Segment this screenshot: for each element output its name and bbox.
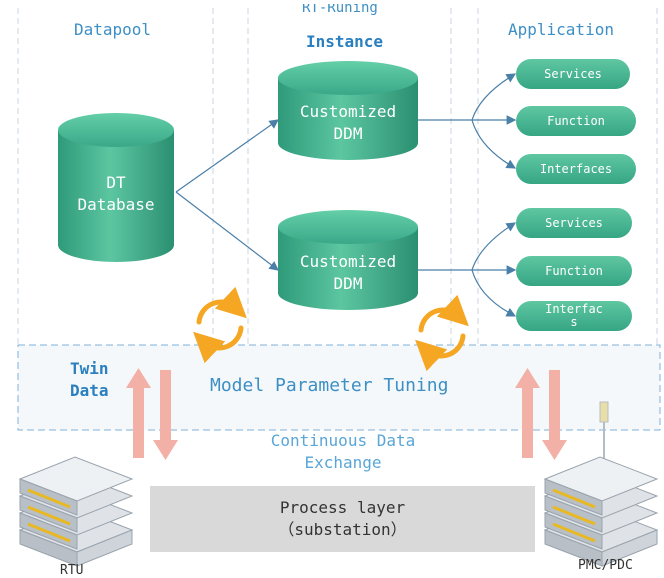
app-services-pill: Services xyxy=(516,208,632,238)
column-title-instance: Instance xyxy=(306,32,384,51)
column-title-application: Application xyxy=(508,20,614,39)
twin-data-label: Twin Data xyxy=(70,358,109,402)
app-interfaces-line1: Interfac xyxy=(545,302,603,316)
app-function-pill: Function xyxy=(516,256,632,286)
database-label-line2: Database xyxy=(77,195,155,214)
ddm-bottom-cylinder xyxy=(278,210,418,310)
twin-data-line1: Twin xyxy=(70,359,109,378)
database-label: DT Database xyxy=(58,172,174,216)
ddm-bottom-label-line2: DDM xyxy=(333,274,363,293)
column-title-runtime: RT-Runing xyxy=(302,4,378,16)
ddm-top-cylinder xyxy=(278,61,418,160)
arrow-db-to-ddm-top xyxy=(175,119,279,193)
fanout-top xyxy=(418,73,517,169)
ddm-bottom-label-line1: Customized xyxy=(299,252,397,271)
arrow-db-to-ddm-bottom xyxy=(175,191,279,271)
process-layer-box: Process layer （substation） xyxy=(150,486,535,552)
dt-database-cylinder xyxy=(58,113,174,262)
ddm-bottom-label: Customized DDM xyxy=(278,251,418,295)
app-interfaces-pill: Interfaces xyxy=(516,154,636,184)
column-dividers xyxy=(17,8,658,345)
app-function-pill: Function xyxy=(516,106,636,136)
data-down-arrow-left xyxy=(153,370,178,460)
process-layer-text: Process layer （substation） xyxy=(150,486,535,541)
data-down-arrow-right xyxy=(542,370,567,460)
ddm-top-label-line1: Customized xyxy=(299,102,397,121)
data-up-arrow-left xyxy=(126,368,151,458)
ddm-top-label: Customized DDM xyxy=(278,101,418,145)
database-label-line1: DT xyxy=(106,173,126,192)
rtu-label: RTU xyxy=(60,563,84,578)
data-exchange-label: Continuous Data Exchange xyxy=(248,430,438,474)
app-services-pill: Services xyxy=(516,59,630,89)
model-tuning-label: Model Parameter Tuning xyxy=(210,375,449,396)
rtu-server-icon xyxy=(18,456,134,567)
ddm-top-label-line2: DDM xyxy=(333,124,363,143)
data-up-arrow-right xyxy=(515,368,540,458)
pmc-pdc-server-icon xyxy=(543,401,659,567)
app-interfaces-pill: Interfac s xyxy=(516,301,632,331)
process-layer-line1: Process layer xyxy=(279,498,406,517)
cycle-icon xyxy=(193,286,247,364)
twin-data-line2: Data xyxy=(70,381,109,400)
pmc-pdc-label: PMC/PDC xyxy=(578,558,633,573)
column-title-datapool: Datapool xyxy=(74,20,152,39)
app-interfaces-line2: s xyxy=(570,315,578,329)
fanout-bottom xyxy=(418,222,517,317)
process-layer-line2: （substation） xyxy=(278,520,407,539)
data-exchange-line2: Exchange xyxy=(304,453,382,472)
cycle-icon xyxy=(415,294,469,372)
data-exchange-line1: Continuous Data xyxy=(270,431,416,450)
